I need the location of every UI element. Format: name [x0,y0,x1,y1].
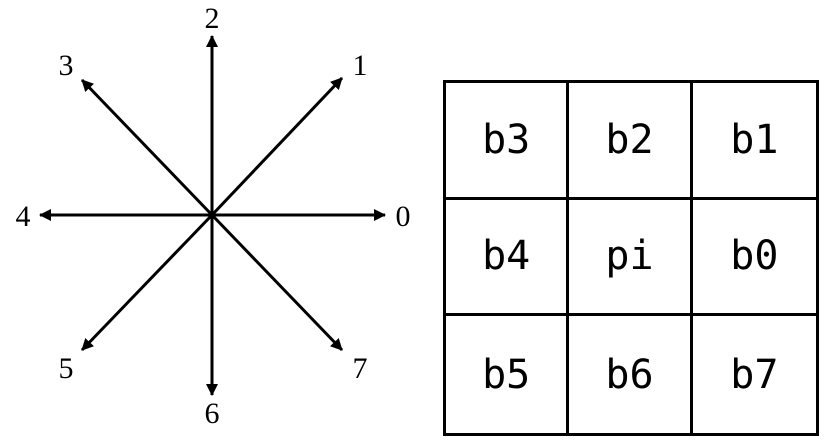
direction-label-1: 1 [353,49,368,82]
arrow-dir-5 [80,213,214,352]
grid-cell-b7: b7 [730,351,779,398]
direction-label-2: 2 [205,2,220,35]
arrow-dir-1 [210,76,344,217]
direction-label-4: 4 [16,200,31,233]
arrow-dir-7 [210,213,344,352]
arrow-dir-3 [80,78,214,217]
grid-cell-b1: b1 [692,83,816,200]
grid-cell-b6: b6 [569,316,693,433]
direction-label-5: 5 [59,352,74,385]
direction-label-3: 3 [59,49,74,82]
direction-label-7: 7 [353,352,368,385]
grid-cell-b4: b4 [446,199,570,317]
grid-cell-b0: b0 [692,200,816,317]
direction-label-0: 0 [396,200,411,233]
grid-cell-b3: b3 [446,83,570,200]
grid-cell-b5: b5 [446,316,570,433]
neighborhood-grid: b3 b2 b1 b4 pi b0 b5 b6 b7 [443,80,819,436]
direction-label-6: 6 [205,397,220,430]
grid-cell-b2: b2 [569,83,693,200]
direction-compass: 0 1 2 3 4 5 6 7 [16,2,411,430]
grid-cell-pi: pi [569,199,693,317]
